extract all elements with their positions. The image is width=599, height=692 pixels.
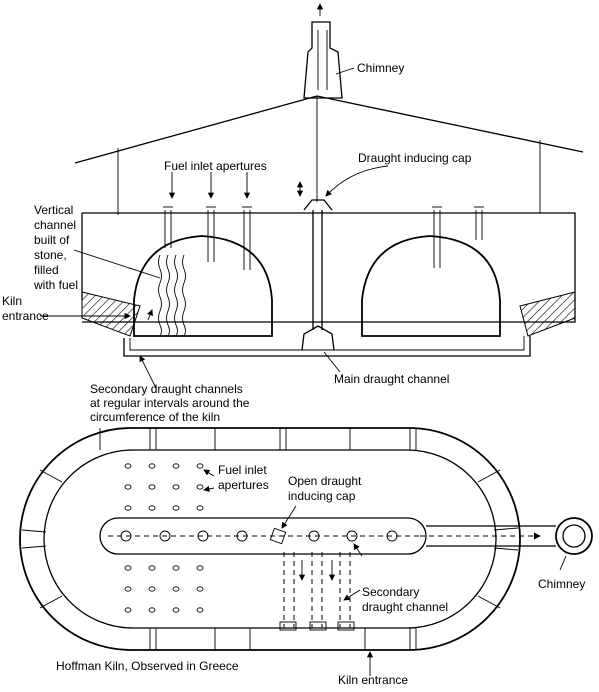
label-chimney-plan: Chimney: [538, 577, 585, 591]
svg-text:channel: channel: [34, 218, 76, 232]
svg-text:inducing cap: inducing cap: [288, 489, 356, 503]
svg-text:stone,: stone,: [34, 248, 67, 262]
plan-fuel-apertures: [124, 463, 204, 613]
label-kiln-entrance-bottom: Kiln entrance: [338, 673, 408, 687]
elevation-leaders: [40, 67, 389, 389]
label-vertical-channel: Vertical channel built of stone, filled …: [33, 203, 78, 292]
label-main-draught-channel: Main draught channel: [334, 372, 449, 386]
svg-text:Kiln: Kiln: [2, 294, 22, 308]
caption: Hoffman Kiln, Observed in Greece: [56, 659, 239, 673]
svg-text:Fuel inlet: Fuel inlet: [218, 463, 267, 477]
svg-text:Vertical: Vertical: [34, 203, 73, 217]
svg-text:Open draught: Open draught: [288, 474, 362, 488]
fuel-inlet-tubes: [163, 206, 484, 270]
svg-text:built of: built of: [34, 233, 70, 247]
flue-to-chimney: [426, 525, 556, 547]
secondary-channels-plan: [279, 552, 355, 631]
svg-text:apertures: apertures: [218, 478, 269, 492]
wall-segments: [21, 428, 519, 650]
stone-fuel-channel: [158, 254, 186, 337]
label-fuel-inlet-apertures: Fuel inlet apertures: [164, 159, 267, 173]
svg-text:filled: filled: [34, 263, 59, 277]
elevation-view: Chimney Fuel inlet apertures Draught ind…: [2, 3, 584, 424]
label-chimney-top: Chimney: [357, 61, 404, 75]
right-entrance-hatch: [519, 291, 576, 337]
left-entrance-hatch: [81, 291, 141, 337]
kiln-body-elevation: [81, 181, 576, 357]
svg-text:with fuel: with fuel: [33, 278, 78, 292]
plan-view: Fuel inlet apertures Open draught induci…: [19, 427, 593, 687]
kiln-outer-wall: [19, 427, 521, 651]
right-kiln-arch: [361, 235, 501, 337]
label-secondary-channels: Secondary draught channels at regular in…: [90, 382, 250, 424]
label-plan-fuel-inlet: Fuel inlet apertures: [218, 463, 269, 492]
label-open-draught-cap: Open draught inducing cap: [288, 474, 362, 503]
central-flue: [99, 517, 427, 555]
left-kiln-arch: [133, 235, 273, 337]
plan-leaders: [203, 469, 567, 676]
svg-text:circumference of the kiln: circumference of the kiln: [90, 410, 220, 424]
svg-text:Secondary: Secondary: [362, 585, 419, 599]
kiln-inner-wall: [43, 449, 497, 629]
label-secondary-draught-channel: Secondary draught channel: [362, 585, 448, 614]
chimney-elevation: [303, 3, 343, 99]
svg-text:entrance: entrance: [2, 309, 49, 323]
label-kiln-entrance-side: Kiln entrance: [2, 294, 49, 323]
svg-text:at regular intervals around th: at regular intervals around the: [90, 396, 250, 410]
svg-text:draught channel: draught channel: [362, 600, 448, 614]
roof: [74, 95, 584, 215]
svg-text:Secondary draught channels: Secondary draught channels: [90, 382, 243, 396]
label-draught-inducing-cap: Draught inducing cap: [358, 151, 472, 165]
chimney-plan: [555, 517, 593, 555]
